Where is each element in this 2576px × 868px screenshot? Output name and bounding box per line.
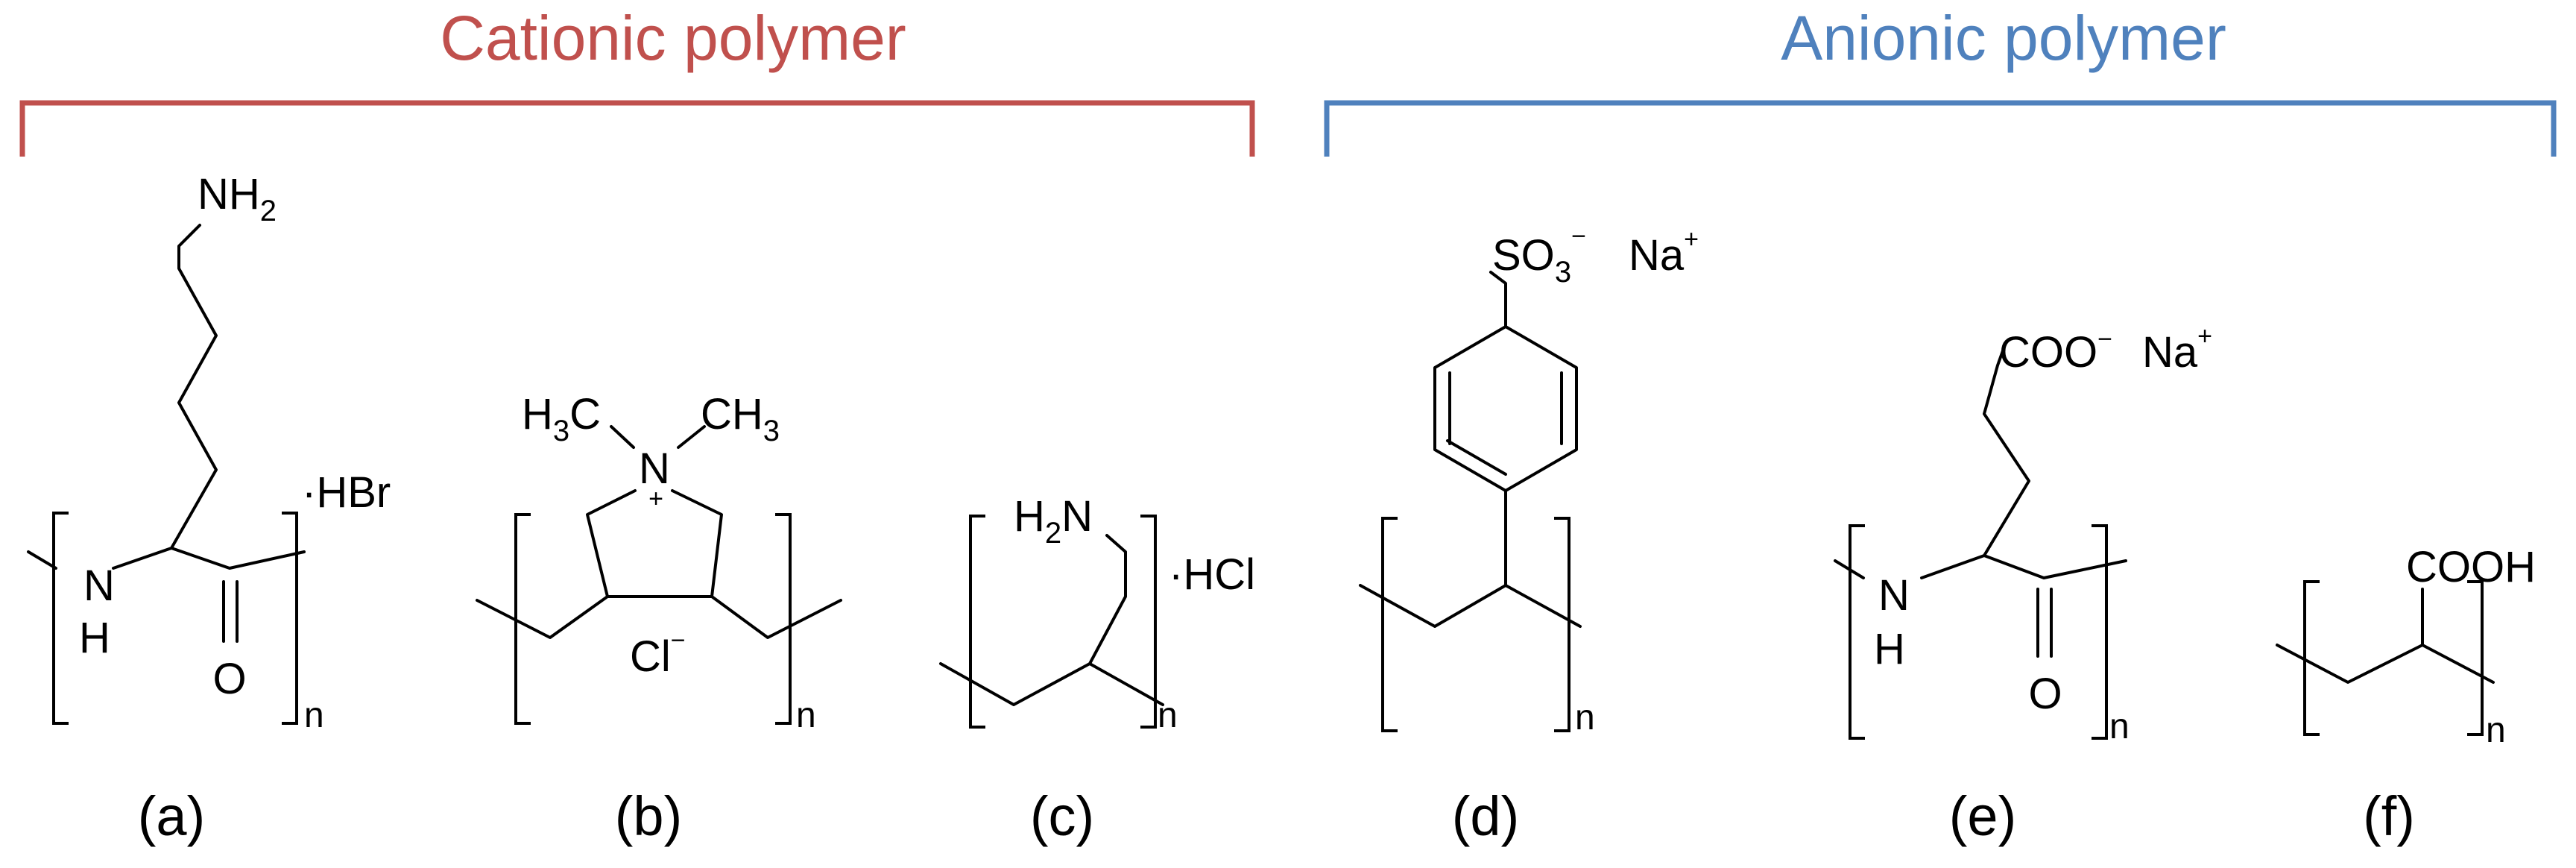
structure-d-cation: Na+ xyxy=(1629,225,1699,280)
structure-c-left-bracket xyxy=(969,515,985,729)
structure-a-bonds xyxy=(27,224,306,570)
structure-d-pss: SO3− Na+ n (d) xyxy=(1359,222,1699,847)
structure-d-repeat: n xyxy=(1575,698,1595,738)
label-b: (b) xyxy=(615,785,682,847)
label-d: (d) xyxy=(1452,785,1519,847)
structure-f-repeat: n xyxy=(2486,711,2506,750)
structure-b-pdadmac: H3C N + CH3 Cl− n (b) xyxy=(476,390,842,847)
structure-c-pah: H2N ·HCl n (c) xyxy=(939,492,1255,847)
structure-e-right-bracket xyxy=(2092,524,2108,740)
structure-e-left-bracket xyxy=(1849,524,1865,740)
structure-b-backbone xyxy=(476,595,842,639)
structure-c-salt: ·HCl xyxy=(1169,550,1255,599)
structure-d-ring xyxy=(1433,325,1578,492)
structure-f-left-bracket xyxy=(2303,580,2320,736)
anionic-bracket xyxy=(1324,100,2557,157)
structure-d-sulfonate: SO3− xyxy=(1492,222,1586,289)
structure-e-nh-n: N xyxy=(1878,571,1910,620)
structure-b-counterion: Cl− xyxy=(630,626,686,681)
structure-c-amine: H2N xyxy=(1014,492,1093,550)
structure-b-methyls xyxy=(610,425,706,449)
structure-f-acid: COOH xyxy=(2406,543,2536,591)
structure-c-bonds xyxy=(939,534,1164,706)
structure-a-carbonyl xyxy=(222,580,239,643)
structure-a-oxygen: O xyxy=(212,655,246,703)
structure-b-methyl-right: CH3 xyxy=(701,390,780,447)
structure-b-right-bracket xyxy=(775,513,792,725)
structure-a-repeat: n xyxy=(304,696,324,735)
structure-e-carbonyl xyxy=(2036,588,2053,658)
structure-d-right-bracket xyxy=(1554,517,1570,732)
structure-e-pga: COO− Na+ N H O n (e) xyxy=(1834,322,2212,847)
structure-c-right-bracket xyxy=(1140,515,1157,729)
structure-d-left-bracket xyxy=(1381,517,1398,732)
structure-b-left-bracket xyxy=(514,513,531,725)
structure-c-repeat: n xyxy=(1158,696,1178,735)
structure-e-oxygen: O xyxy=(2028,670,2062,718)
label-a: (a) xyxy=(138,785,205,847)
structure-d-sulfonate-bond xyxy=(1489,271,1507,328)
structure-a-nh-h: H xyxy=(79,614,110,662)
structure-a-amine: NH2 xyxy=(198,170,277,227)
structure-f-right-bracket xyxy=(2467,580,2484,736)
structure-e-bonds xyxy=(1834,343,2127,579)
structure-a-right-bracket xyxy=(282,512,298,725)
structure-e-carboxylate: COO− xyxy=(1999,325,2112,377)
structure-f-bonds xyxy=(2276,588,2495,684)
label-f: (f) xyxy=(2363,785,2415,847)
structure-d-backbone xyxy=(1359,489,1582,628)
structure-e-nh-h: H xyxy=(1874,625,1905,673)
structure-b-ring xyxy=(586,489,723,598)
structure-e-cation: Na+ xyxy=(2142,322,2212,377)
cationic-group: Cationic polymer xyxy=(19,3,1255,157)
cationic-bracket xyxy=(19,100,1255,157)
structure-a-nh-n: N xyxy=(83,562,115,610)
structure-a-poly-lysine: NH2 N H O ·HBr n (a) xyxy=(27,170,391,847)
structure-e-repeat: n xyxy=(2109,707,2130,746)
structure-a-salt: ·HBr xyxy=(302,468,391,517)
structure-b-repeat: n xyxy=(796,696,816,735)
structure-b-nitrogen-charge: + xyxy=(648,485,663,513)
anionic-group: Anionic polymer xyxy=(1324,3,2557,157)
structure-a-left-bracket xyxy=(52,512,69,725)
label-e: (e) xyxy=(1949,785,2016,847)
cationic-title: Cationic polymer xyxy=(440,3,906,73)
anionic-title: Anionic polymer xyxy=(1781,3,2226,73)
label-c: (c) xyxy=(1030,785,1094,847)
structure-f-paa: COOH n (f) xyxy=(2276,543,2536,847)
structure-b-methyl-left: H3C xyxy=(522,390,601,447)
structure-b-nitrogen: N xyxy=(639,444,670,493)
